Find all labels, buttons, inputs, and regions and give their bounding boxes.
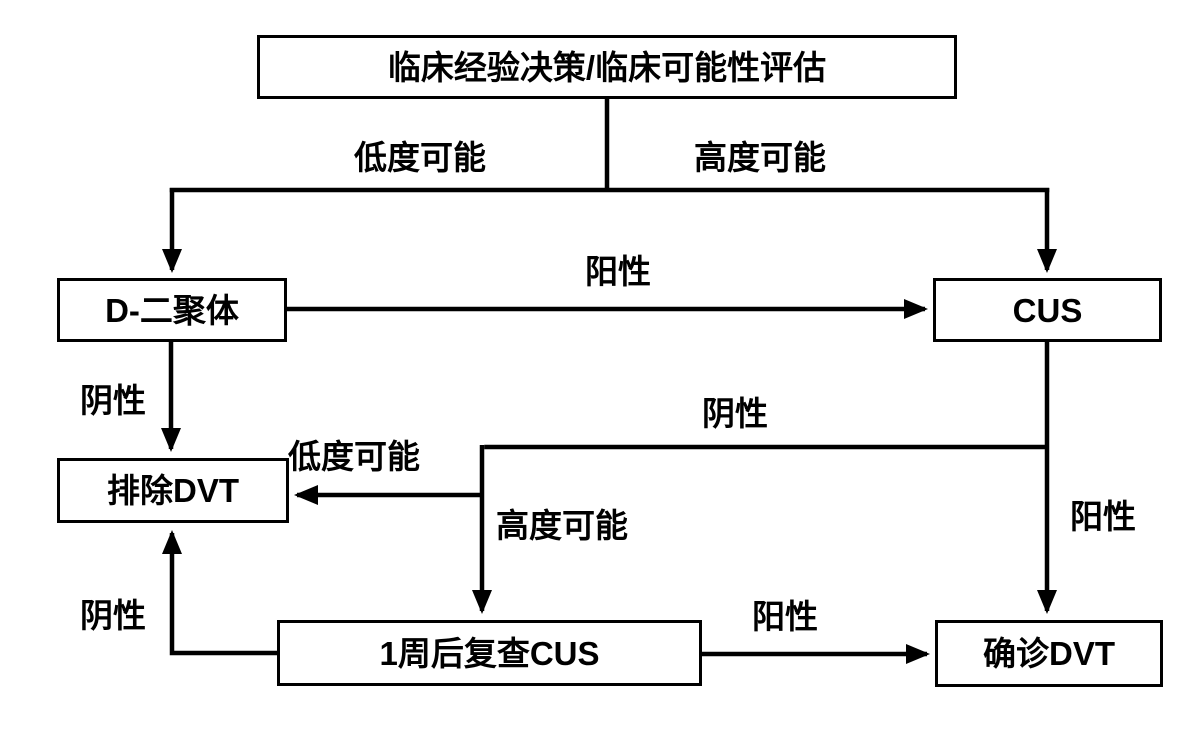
node-cus: CUS: [933, 278, 1162, 342]
node-recheck-cus-1-week: 1周后复查CUS: [277, 620, 702, 686]
node-exclude-dvt: 排除DVT: [57, 458, 289, 523]
edge-label-positive-cus: 阳性: [1070, 498, 1136, 535]
connector-line: [162, 530, 279, 656]
node-confirm-dvt: 确诊DVT: [935, 620, 1163, 687]
edge-label-negative-ddimer: 阴性: [80, 382, 146, 419]
edge-label-high-probability-top: 高度可能: [694, 139, 826, 176]
edge-label-low-probability-top: 低度可能: [354, 139, 486, 176]
edge-label-low-probability-mid: 低度可能: [288, 438, 420, 475]
node-clinical-assessment: 临床经验决策/临床可能性评估: [257, 35, 957, 99]
edge-label-high-probability-mid: 高度可能: [496, 507, 628, 544]
edge-label-positive-ddimer: 阳性: [585, 253, 651, 290]
edge-label-positive-recheck: 阳性: [752, 598, 818, 635]
edge-label-negative-recheck: 阴性: [80, 597, 146, 634]
edge-label-negative-cus: 阴性: [702, 395, 768, 432]
node-d-dimer: D-二聚体: [57, 278, 287, 342]
